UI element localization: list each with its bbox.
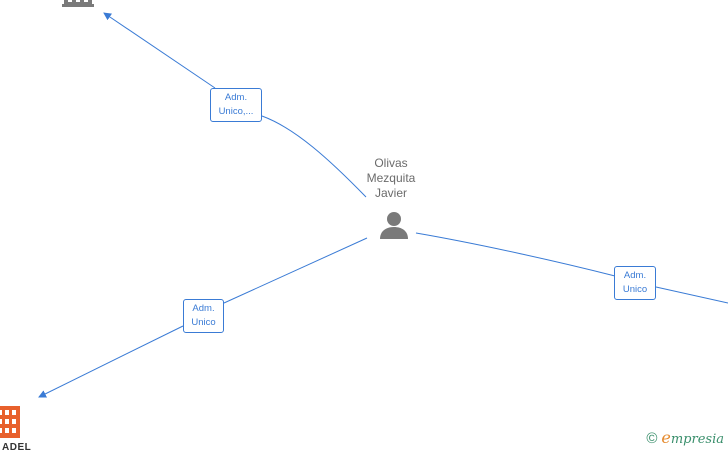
building-icon[interactable]: [62, 0, 94, 7]
edge-label-bottom-left[interactable]: Adm. Unico: [183, 299, 224, 333]
person-name-line-1: Olivas: [374, 156, 408, 170]
edge-label-line-2: Unico: [191, 317, 216, 328]
edge-bottom-left: [223, 237, 368, 304]
company-label-bottom-left: ADEL: [2, 442, 32, 453]
brand-initial: e: [661, 428, 671, 447]
edge-right: [415, 232, 616, 277]
edge-label-line-1: Adm.: [224, 92, 248, 103]
edge-label-line-2: Unico: [622, 284, 648, 295]
person-name-line-2: Mezquita: [366, 171, 416, 185]
empresia-watermark: ©empresia: [646, 428, 724, 447]
edge-label-line-1: Adm.: [623, 270, 647, 281]
building-icon[interactable]: [0, 406, 20, 438]
edge-top-left: [261, 115, 367, 198]
edge-label-top-left[interactable]: Adm. Unico,...: [210, 88, 262, 122]
edge-right-continuation: [655, 286, 728, 304]
edge-label-right[interactable]: Adm. Unico: [614, 266, 656, 300]
edge-bottom-left-arrow-segment: [38, 325, 184, 398]
edge-label-line-1: Adm.: [192, 303, 215, 314]
edge-label-line-2: Unico,...: [218, 106, 254, 117]
brand-rest: mpresia: [670, 432, 724, 447]
copyright-symbol: ©: [646, 430, 658, 447]
edge-top-left-arrow-segment: [103, 12, 216, 89]
person-name-line-3: Javier: [374, 186, 407, 200]
person-icon[interactable]: [380, 212, 408, 239]
person-name-label: Olivas Mezquita Javier: [346, 156, 436, 201]
